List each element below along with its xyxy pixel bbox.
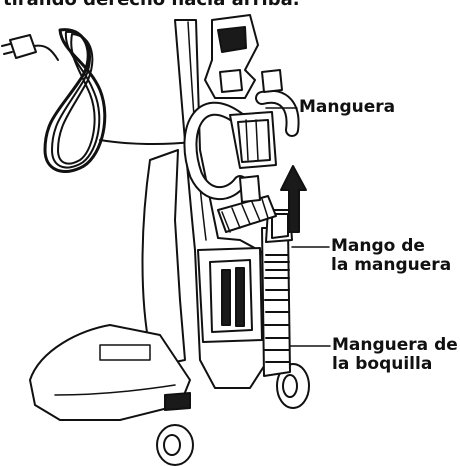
leader-lines xyxy=(265,107,331,347)
hose-loop xyxy=(183,89,300,201)
brush-tool xyxy=(217,111,277,233)
power-cord xyxy=(1,28,193,173)
label-nozzle-hose-line2: la boquilla xyxy=(332,354,433,374)
nozzle-hose xyxy=(261,227,291,377)
top-caption: tirando derecho hacia arriba. xyxy=(3,0,300,9)
label-hose: Manguera xyxy=(299,97,396,117)
label-hose-handle-line2: la manguera xyxy=(331,255,452,275)
up-arrow-icon xyxy=(280,165,307,233)
wheels xyxy=(156,363,310,466)
label-nozzle-hose-line1: Manguera de xyxy=(332,335,458,355)
upper-attachment xyxy=(204,14,283,99)
label-nozzle-hose: Manguera de la boquilla xyxy=(332,336,458,374)
label-hose-handle: Mango de la manguera xyxy=(331,237,451,275)
filter-cover xyxy=(197,247,263,343)
label-hose-handle-line1: Mango de xyxy=(331,236,425,256)
floor-nozzle xyxy=(29,324,191,421)
